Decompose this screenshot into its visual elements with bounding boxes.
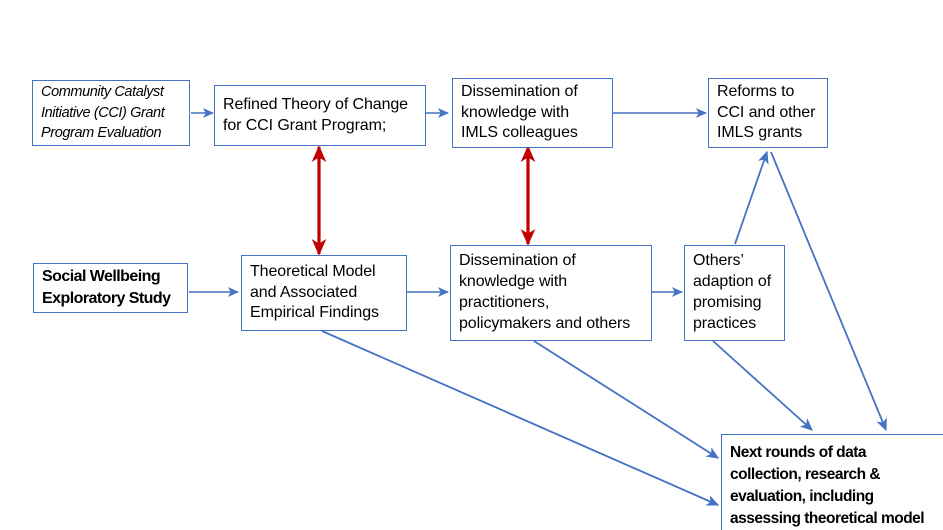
node-label: Refined Theory of Change for CCI Grant P…: [223, 95, 408, 134]
node-label: Community Catalyst Initiative (CCI) Gran…: [41, 84, 165, 142]
node-label: Next rounds of data collection, research…: [730, 444, 925, 527]
node-others-adaption[interactable]: Others’ adaption of promising practices: [684, 245, 785, 341]
node-label: Dissemination of knowledge with IMLS col…: [461, 82, 578, 142]
node-cci-grant-evaluation[interactable]: Community Catalyst Initiative (CCI) Gran…: [32, 80, 190, 146]
node-dissemination-practitioners[interactable]: Dissemination of knowledge with practiti…: [450, 245, 652, 341]
node-label: Reforms to CCI and other IMLS grants: [717, 82, 816, 142]
node-social-wellbeing-study[interactable]: Social Wellbeing Exploratory Study: [33, 263, 188, 313]
edge-others-adaption-to-reforms: [734, 150, 769, 245]
edge-reforms-to-next-rounds: [770, 151, 887, 432]
node-label: Dissemination of knowledge with practiti…: [459, 252, 631, 332]
node-theoretical-model[interactable]: Theoretical Model and Associated Empiric…: [241, 255, 407, 331]
edge-others-adaption-to-next-rounds: [712, 340, 813, 431]
node-label: Social Wellbeing Exploratory Study: [42, 267, 171, 307]
node-label: Theoretical Model and Associated Empiric…: [250, 262, 379, 322]
edge-dissemination-practitioners-to-next-rounds: [533, 340, 720, 459]
node-next-rounds-of-data[interactable]: Next rounds of data collection, research…: [721, 434, 943, 530]
node-dissemination-imls-colleagues[interactable]: Dissemination of knowledge with IMLS col…: [452, 78, 613, 148]
node-label: Others’ adaption of promising practices: [693, 252, 772, 332]
edge-theoretical-model-to-next-rounds: [321, 330, 720, 506]
node-reforms-cci-imls-grants[interactable]: Reforms to CCI and other IMLS grants: [708, 78, 828, 148]
node-refined-theory-of-change[interactable]: Refined Theory of Change for CCI Grant P…: [214, 85, 426, 146]
